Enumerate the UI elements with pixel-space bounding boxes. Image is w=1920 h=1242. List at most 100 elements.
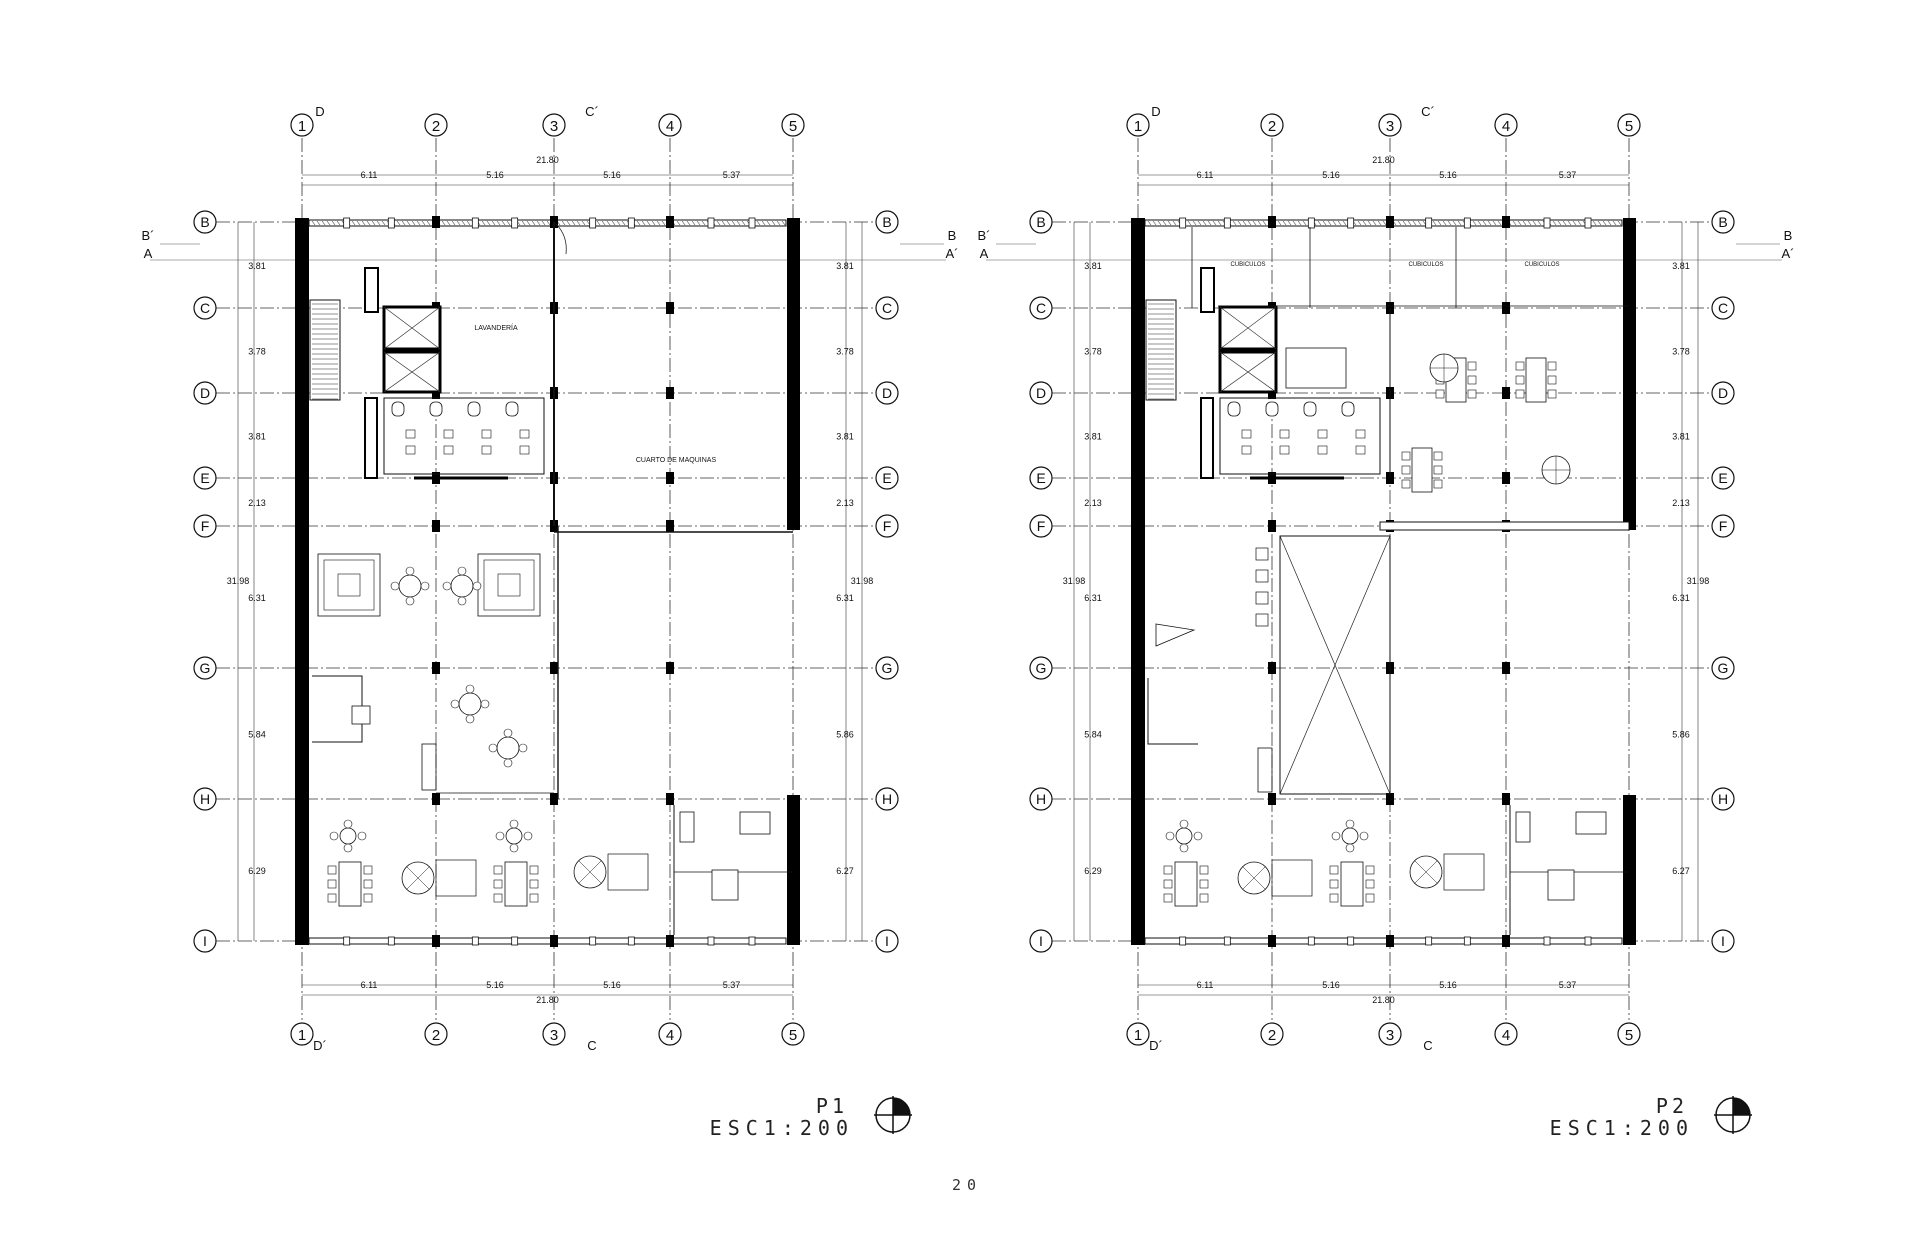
axis-bubble <box>875 929 899 953</box>
axis-bubble <box>1711 296 1735 320</box>
chair <box>450 699 460 709</box>
room-label: LAVANDERÍA <box>474 323 518 332</box>
axis-label: F <box>883 518 892 534</box>
chair <box>1467 389 1477 399</box>
room-label: CUBICULOS <box>1408 262 1443 268</box>
desk <box>711 869 739 901</box>
axis-bubble <box>1711 787 1735 811</box>
glazing-hatch <box>421 220 426 226</box>
axis-label: H <box>1718 791 1728 807</box>
mullion <box>589 936 597 946</box>
meeting-table <box>504 861 528 907</box>
dimension-value: 3.81 <box>1672 432 1690 442</box>
axis-label: H <box>200 791 210 807</box>
triangular-desk <box>1155 623 1196 647</box>
exterior-wall <box>1131 218 1145 945</box>
glazing-hatch <box>676 220 681 226</box>
axis-label: 3 <box>550 118 558 135</box>
north-arrow-icon <box>874 1096 912 1134</box>
glazing-hatch <box>696 220 701 226</box>
glazing-hatch <box>1447 220 1452 226</box>
facade-glazing <box>308 937 787 945</box>
glazing-hatch <box>1567 220 1572 226</box>
glazing-hatch <box>1512 220 1517 226</box>
glazing-hatch <box>1557 220 1562 226</box>
section-mark: B´ <box>978 228 991 243</box>
glazing-hatch <box>771 220 776 226</box>
plan-scale: ESC1:200 <box>709 1116 854 1140</box>
axis-label: C <box>882 300 892 316</box>
dimension-value: 5.16 <box>603 980 621 990</box>
toilet-block <box>383 397 545 475</box>
glazing-hatch <box>1397 220 1402 226</box>
chair <box>1433 465 1443 475</box>
dimension-total: 31.98 <box>1687 576 1710 586</box>
glazing-hatch <box>356 220 361 226</box>
column <box>432 935 440 947</box>
mullion <box>707 936 715 946</box>
mullion <box>1543 217 1551 229</box>
sink <box>1279 445 1290 455</box>
chair <box>1547 375 1557 385</box>
section-mark: D <box>315 104 324 119</box>
glazing-hatch <box>606 220 611 226</box>
glazing-hatch <box>766 220 771 226</box>
axis-bubble <box>193 296 217 320</box>
mullion <box>627 217 635 229</box>
column <box>666 216 674 228</box>
glazing-hatch <box>326 220 331 226</box>
dimension-value: 3.81 <box>1084 432 1102 442</box>
glazing-hatch <box>361 220 366 226</box>
axis-label: B <box>200 214 209 230</box>
mullion <box>1425 936 1433 946</box>
axis-bubble <box>875 656 899 680</box>
chair <box>1329 893 1339 903</box>
dimension-value: 5.86 <box>1672 730 1690 740</box>
axis-bubble <box>1378 113 1402 137</box>
glazing-hatch <box>1357 220 1362 226</box>
chair <box>1547 361 1557 371</box>
chair <box>405 566 415 576</box>
round-table <box>1341 827 1359 845</box>
mullion <box>343 217 351 229</box>
column <box>1268 662 1276 674</box>
axis-bubble <box>1711 514 1735 538</box>
glazing-hatch <box>651 220 656 226</box>
axis-bubble <box>1126 113 1150 137</box>
axis-bubble <box>193 787 217 811</box>
chair <box>509 843 519 853</box>
glazing-hatch <box>546 220 551 226</box>
mullion <box>1347 217 1355 229</box>
meeting-table <box>1174 861 1198 907</box>
axis-bubble <box>542 1022 566 1046</box>
axis-label: C <box>200 300 210 316</box>
sink <box>405 445 416 455</box>
room-label: CUBICULOS <box>1230 262 1265 268</box>
chair <box>529 879 539 889</box>
wc <box>467 401 481 417</box>
glazing-hatch <box>541 220 546 226</box>
glazing-hatch <box>1297 220 1302 226</box>
duct <box>1200 267 1215 313</box>
column <box>1386 216 1394 228</box>
axis-label: G <box>200 660 211 676</box>
dimension-total: 21.80 <box>1372 155 1395 165</box>
glazing-hatch <box>1477 220 1482 226</box>
chair <box>503 728 513 738</box>
table-detail <box>578 860 602 884</box>
axis-bubble <box>1711 929 1735 953</box>
dimension-value: 6.11 <box>361 980 378 990</box>
glazing-hatch <box>1607 220 1612 226</box>
chair <box>1255 547 1269 561</box>
axis-bubble <box>658 113 682 137</box>
mullion <box>1543 936 1551 946</box>
exterior-wall <box>787 795 800 945</box>
chair <box>1199 865 1209 875</box>
section-mark: C <box>587 1038 596 1053</box>
glazing-hatch <box>1407 220 1412 226</box>
axis-label: 1 <box>298 118 306 135</box>
glazing-hatch <box>756 220 761 226</box>
column <box>666 387 674 399</box>
coffee-table <box>497 573 521 597</box>
